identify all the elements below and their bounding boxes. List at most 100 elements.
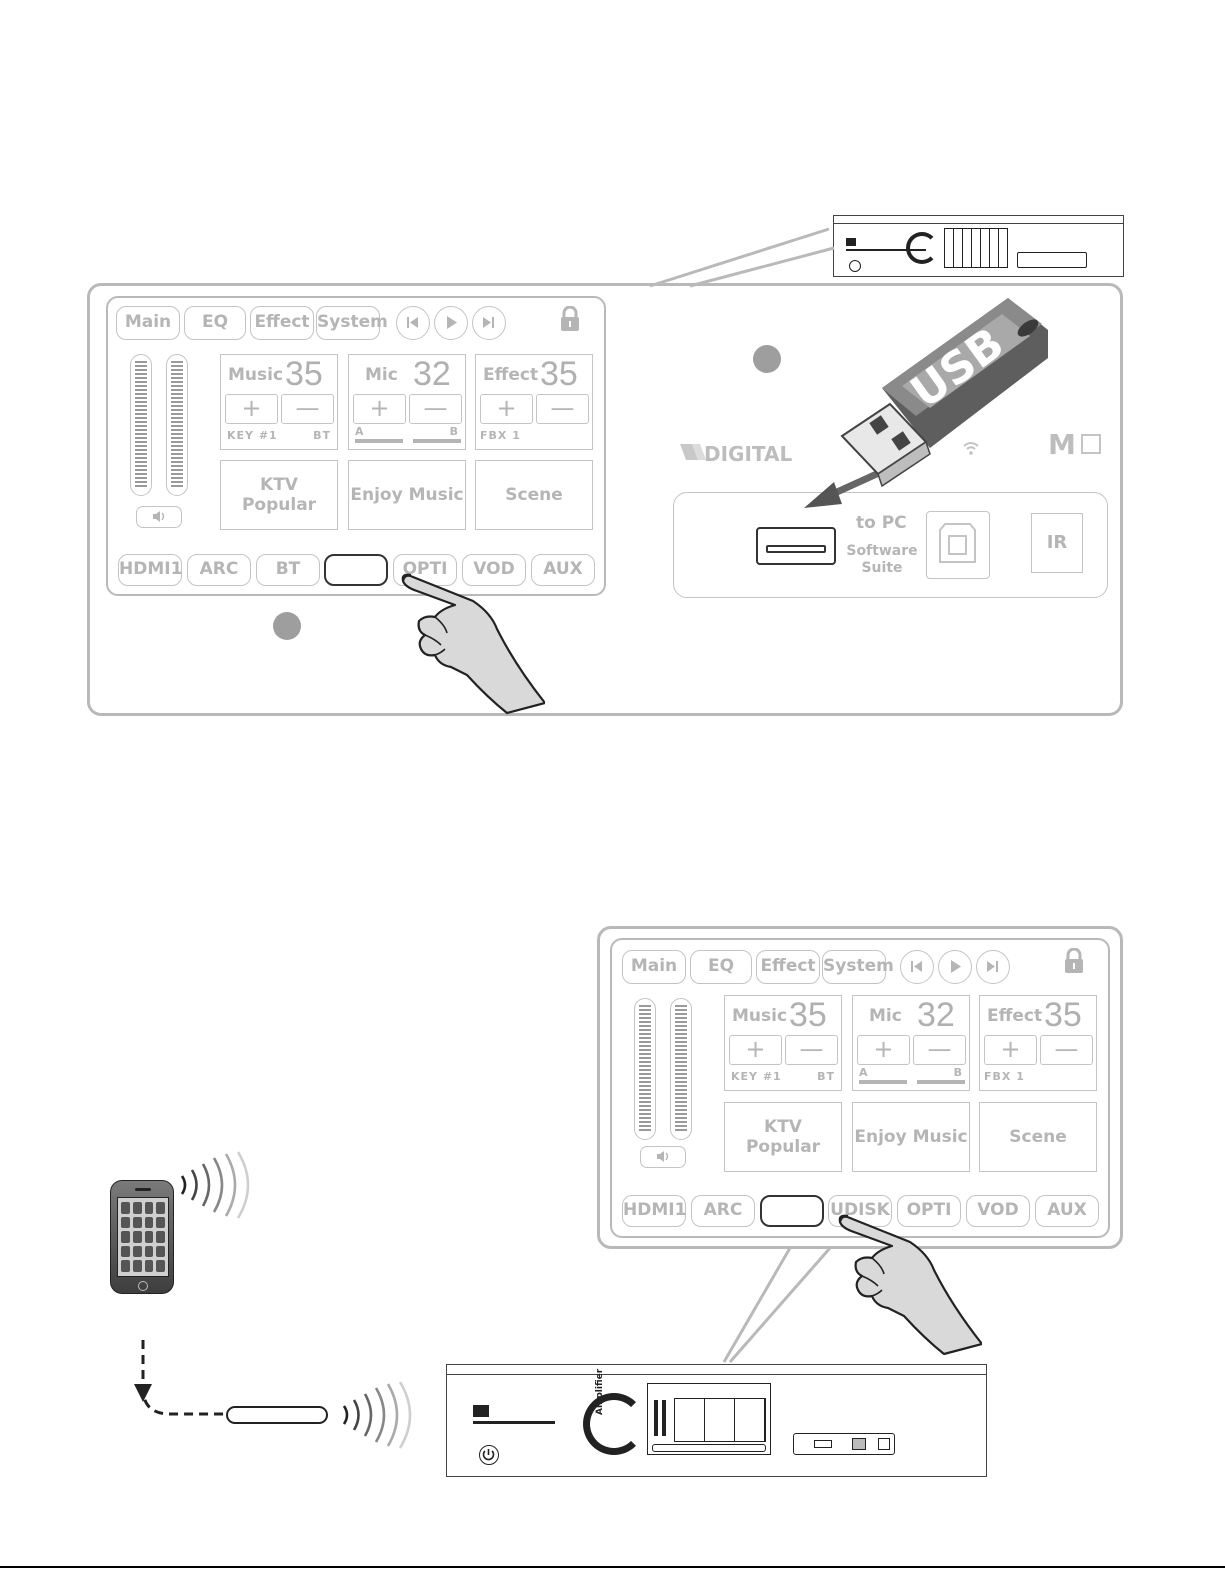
device-mini-rear bbox=[793, 1433, 895, 1455]
level-value: 35 bbox=[789, 996, 827, 1034]
level-value: 32 bbox=[917, 996, 955, 1034]
lock-icon[interactable] bbox=[558, 306, 582, 332]
pointing-hand-icon-bottom bbox=[838, 1214, 982, 1356]
plus-button[interactable]: + bbox=[857, 1035, 910, 1065]
level-sub-left: KEY #1 bbox=[227, 429, 278, 442]
level-sub-right: B bbox=[449, 425, 459, 438]
mic-a-bar bbox=[859, 1080, 907, 1084]
level-meter-right bbox=[166, 354, 188, 496]
scene-button[interactable]: Scene bbox=[979, 1102, 1097, 1172]
source-vod[interactable]: VOD bbox=[966, 1195, 1030, 1227]
play-button[interactable] bbox=[938, 950, 972, 984]
device-line bbox=[846, 249, 926, 251]
minus-button[interactable]: — bbox=[536, 394, 589, 424]
tab-eq[interactable]: EQ bbox=[184, 306, 246, 340]
page-bottom-rule bbox=[0, 1566, 1225, 1568]
callout-lines-top bbox=[649, 227, 835, 288]
mini-sources bbox=[652, 1444, 766, 1452]
plus-button[interactable]: + bbox=[480, 394, 533, 424]
previous-button[interactable] bbox=[396, 306, 430, 340]
tab-effect[interactable]: Effect bbox=[250, 306, 314, 340]
plus-button[interactable]: + bbox=[729, 1035, 782, 1065]
previous-icon bbox=[407, 317, 418, 328]
step-dot-1 bbox=[753, 345, 781, 373]
detail-frame-top bbox=[87, 283, 1123, 716]
source-selected-blank[interactable] bbox=[760, 1195, 824, 1227]
lock-icon[interactable] bbox=[1062, 948, 1086, 974]
next-icon bbox=[987, 961, 998, 972]
scene-line2: Popular bbox=[745, 1137, 821, 1157]
usb-port[interactable] bbox=[756, 527, 836, 565]
tab-main[interactable]: Main bbox=[622, 950, 686, 984]
source-aux[interactable]: AUX bbox=[1035, 1195, 1099, 1227]
ir-receiver: IR bbox=[1031, 513, 1083, 573]
dashed-connection-arrow bbox=[134, 1340, 226, 1416]
minus-button[interactable]: — bbox=[281, 394, 334, 424]
music-level-box: Music 35 + — KEY #1 BT bbox=[724, 995, 842, 1091]
plus-button[interactable]: + bbox=[353, 394, 406, 424]
mic-level-box: Mic 32 + — A B bbox=[852, 995, 970, 1091]
plus-button[interactable]: + bbox=[225, 394, 278, 424]
source-hdmi1[interactable]: HDMI1 bbox=[118, 554, 182, 586]
usb-b-icon bbox=[939, 523, 976, 563]
next-button[interactable] bbox=[472, 306, 506, 340]
minus-button[interactable]: — bbox=[913, 1035, 966, 1065]
tab-eq[interactable]: EQ bbox=[690, 950, 752, 984]
level-meter-left bbox=[634, 998, 656, 1140]
usb-stick-icon: USB bbox=[804, 298, 1048, 508]
level-name: Music bbox=[732, 1006, 788, 1026]
effect-level-box: Effect 35 + — FBX 1 bbox=[475, 354, 593, 450]
effect-level-box: Effect 35 + — FBX 1 bbox=[979, 995, 1097, 1091]
scene-enjoy-music[interactable]: Enjoy Music bbox=[348, 460, 466, 530]
scene-line2: Popular bbox=[241, 495, 317, 515]
level-value: 35 bbox=[540, 355, 578, 393]
scene-line1: KTV bbox=[764, 1117, 802, 1137]
mute-button[interactable] bbox=[136, 506, 182, 528]
source-vod[interactable]: VOD bbox=[462, 554, 526, 586]
speaker-icon bbox=[153, 511, 165, 522]
level-name: Effect bbox=[987, 1006, 1043, 1026]
scene-line1: Enjoy Music bbox=[350, 485, 464, 505]
tab-main[interactable]: Main bbox=[116, 306, 180, 340]
tab-system[interactable]: System bbox=[822, 950, 894, 984]
source-aux[interactable]: AUX bbox=[531, 554, 595, 586]
mute-button[interactable] bbox=[640, 1146, 686, 1168]
minus-button[interactable]: — bbox=[785, 1035, 838, 1065]
tab-system[interactable]: System bbox=[316, 306, 388, 340]
dongle-signal-waves-icon bbox=[342, 1381, 412, 1449]
minus-button[interactable]: — bbox=[1040, 1035, 1093, 1065]
level-name: Mic bbox=[869, 1006, 902, 1026]
mic-a-bar bbox=[355, 439, 403, 443]
scene-button[interactable]: Scene bbox=[475, 460, 593, 530]
previous-button[interactable] bbox=[900, 950, 934, 984]
play-button[interactable] bbox=[434, 306, 468, 340]
source-selected-blank[interactable] bbox=[324, 554, 388, 586]
scene-enjoy-music[interactable]: Enjoy Music bbox=[852, 1102, 970, 1172]
device-brand-arc bbox=[583, 1393, 645, 1455]
plus-button[interactable]: + bbox=[984, 1035, 1037, 1065]
smartphone-icon bbox=[110, 1180, 174, 1294]
digital-logo: DIGITAL bbox=[680, 438, 800, 468]
detail-frame-bottom bbox=[597, 926, 1123, 1249]
speaker-icon bbox=[657, 1151, 669, 1162]
mic-level-box: Mic 32 + — A B bbox=[348, 354, 466, 450]
usb-b-port[interactable] bbox=[926, 511, 990, 579]
wireless-dongle bbox=[226, 1406, 328, 1424]
source-arc[interactable]: ARC bbox=[187, 554, 251, 586]
tab-effect[interactable]: Effect bbox=[756, 950, 820, 984]
software-suite-label: Software Suite bbox=[842, 543, 922, 577]
mini-meters bbox=[654, 1400, 668, 1436]
minus-button[interactable]: — bbox=[409, 394, 462, 424]
power-button[interactable] bbox=[849, 260, 861, 272]
source-arc[interactable]: ARC bbox=[691, 1195, 755, 1227]
scene-line1: KTV bbox=[260, 475, 298, 495]
source-opti[interactable]: OPTI bbox=[897, 1195, 961, 1227]
level-sub-left: KEY #1 bbox=[731, 1070, 782, 1083]
source-bt[interactable]: BT bbox=[256, 554, 320, 586]
device-mini-rear bbox=[1017, 252, 1087, 268]
source-hdmi1[interactable]: HDMI1 bbox=[622, 1195, 686, 1227]
power-button[interactable] bbox=[479, 1445, 499, 1465]
next-button[interactable] bbox=[976, 950, 1010, 984]
